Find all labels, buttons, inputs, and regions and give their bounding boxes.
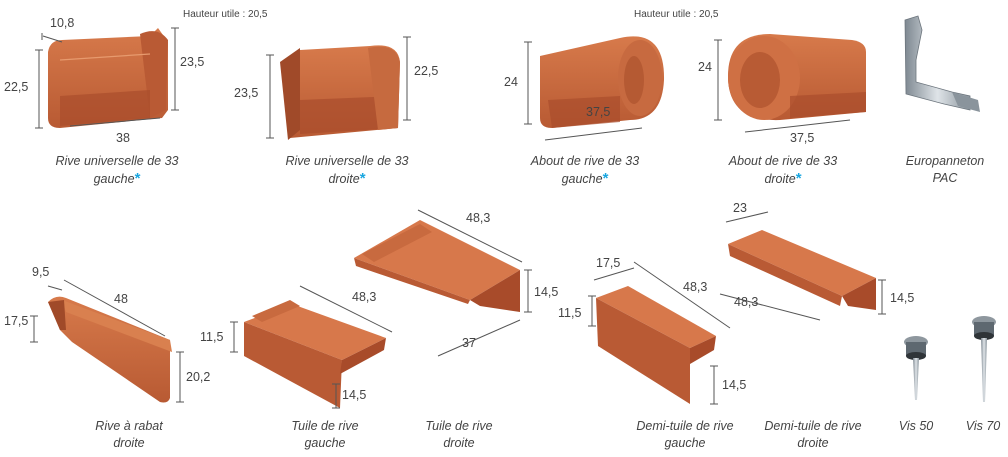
dim-label: 9,5: [32, 265, 50, 279]
caption-tuile-rive-droite: Tuile de rive droite: [425, 419, 493, 450]
dim-label: 20,2: [186, 370, 211, 384]
dim-label: 14,5: [534, 285, 559, 299]
screw-vis70: [972, 316, 996, 402]
tile-rive-universelle-droite: [280, 45, 400, 140]
caption-rive-universelle-gauche: Rive universelle de 33 gauche*: [55, 154, 179, 187]
dim-label: 24: [698, 60, 712, 74]
tile-tuile-rive-droite: [354, 220, 520, 312]
tile-about-rive-gauche: [540, 36, 665, 128]
dim-label: 48: [114, 292, 128, 306]
dim-label: 38: [116, 131, 130, 145]
dim-label: 11,5: [558, 306, 582, 320]
dim-label: 22,5: [414, 64, 439, 78]
caption-rive-universelle-droite: Rive universelle de 33 droite*: [285, 154, 409, 187]
dim-label: 14,5: [342, 388, 367, 402]
dim-label: 23,5: [234, 86, 259, 100]
caption-vis50: Vis 50: [898, 419, 934, 433]
dimension-lines-1: [35, 27, 179, 129]
dim-label: 37: [462, 336, 476, 350]
caption-about-rive-gauche: About de rive de 33 gauche*: [530, 154, 640, 187]
bracket-europanneton: [904, 15, 980, 112]
asterisk-icon: *: [134, 170, 141, 187]
caption-tuile-rive-gauche: Tuile de rive gauche: [291, 419, 359, 450]
dim-label: 14,5: [722, 378, 747, 392]
dimension-lines-4: [714, 39, 851, 133]
dimension-lines-3: [524, 41, 643, 141]
asterisk-icon: *: [795, 170, 802, 187]
dim-label: 22,5: [4, 80, 29, 94]
screw-vis50: [904, 336, 928, 400]
tile-demi-tuile-droite: [728, 230, 876, 310]
useful-height-note-left: Hauteur utile : 20,5: [183, 9, 268, 20]
tile-rive-universelle-gauche: [48, 28, 168, 128]
dim-label: 48,3: [352, 290, 377, 304]
dim-label: 48,3: [683, 280, 708, 294]
tile-tuile-rive-gauche: [244, 300, 386, 408]
dim-label: 48,3: [734, 295, 759, 309]
dimension-lines-7: [230, 285, 393, 409]
caption-about-rive-droite: About de rive de 33 droite*: [728, 154, 838, 187]
dim-label: 48,3: [466, 211, 491, 225]
dimension-lines-9: [588, 261, 731, 405]
dimension-lines-2: [266, 36, 411, 139]
dimension-lines-8: [417, 209, 532, 357]
caption-demi-tuile-droite: Demi-tuile de rive droite: [764, 419, 862, 450]
asterisk-icon: *: [602, 170, 609, 187]
caption-vis70: Vis 70: [965, 419, 1001, 433]
caption-demi-tuile-gauche: Demi-tuile de rive gauche: [636, 419, 734, 450]
dim-label: 23,5: [180, 55, 205, 69]
tile-demi-tuile-gauche: [596, 286, 716, 404]
dim-label: 37,5: [586, 105, 611, 119]
dimension-lines-10: [719, 211, 886, 321]
dim-label: 14,5: [890, 291, 915, 305]
tile-about-rive-droite: [728, 34, 866, 121]
dim-label: 17,5: [596, 256, 621, 270]
caption-rive-rabat: Rive à rabat droite: [95, 419, 163, 450]
tile-rive-rabat: [48, 296, 172, 403]
caption-europanneton: Europanneton PAC: [905, 154, 985, 185]
asterisk-icon: *: [359, 170, 366, 187]
dim-label: 24: [504, 75, 518, 89]
useful-height-note-right: Hauteur utile : 20,5: [634, 9, 719, 20]
dim-label: 37,5: [790, 131, 815, 145]
dim-label: 11,5: [200, 330, 224, 344]
dimension-lines-6: [30, 279, 184, 403]
dim-label: 17,5: [4, 314, 29, 328]
dim-label: 23: [733, 201, 747, 215]
dim-label: 10,8: [50, 16, 75, 30]
